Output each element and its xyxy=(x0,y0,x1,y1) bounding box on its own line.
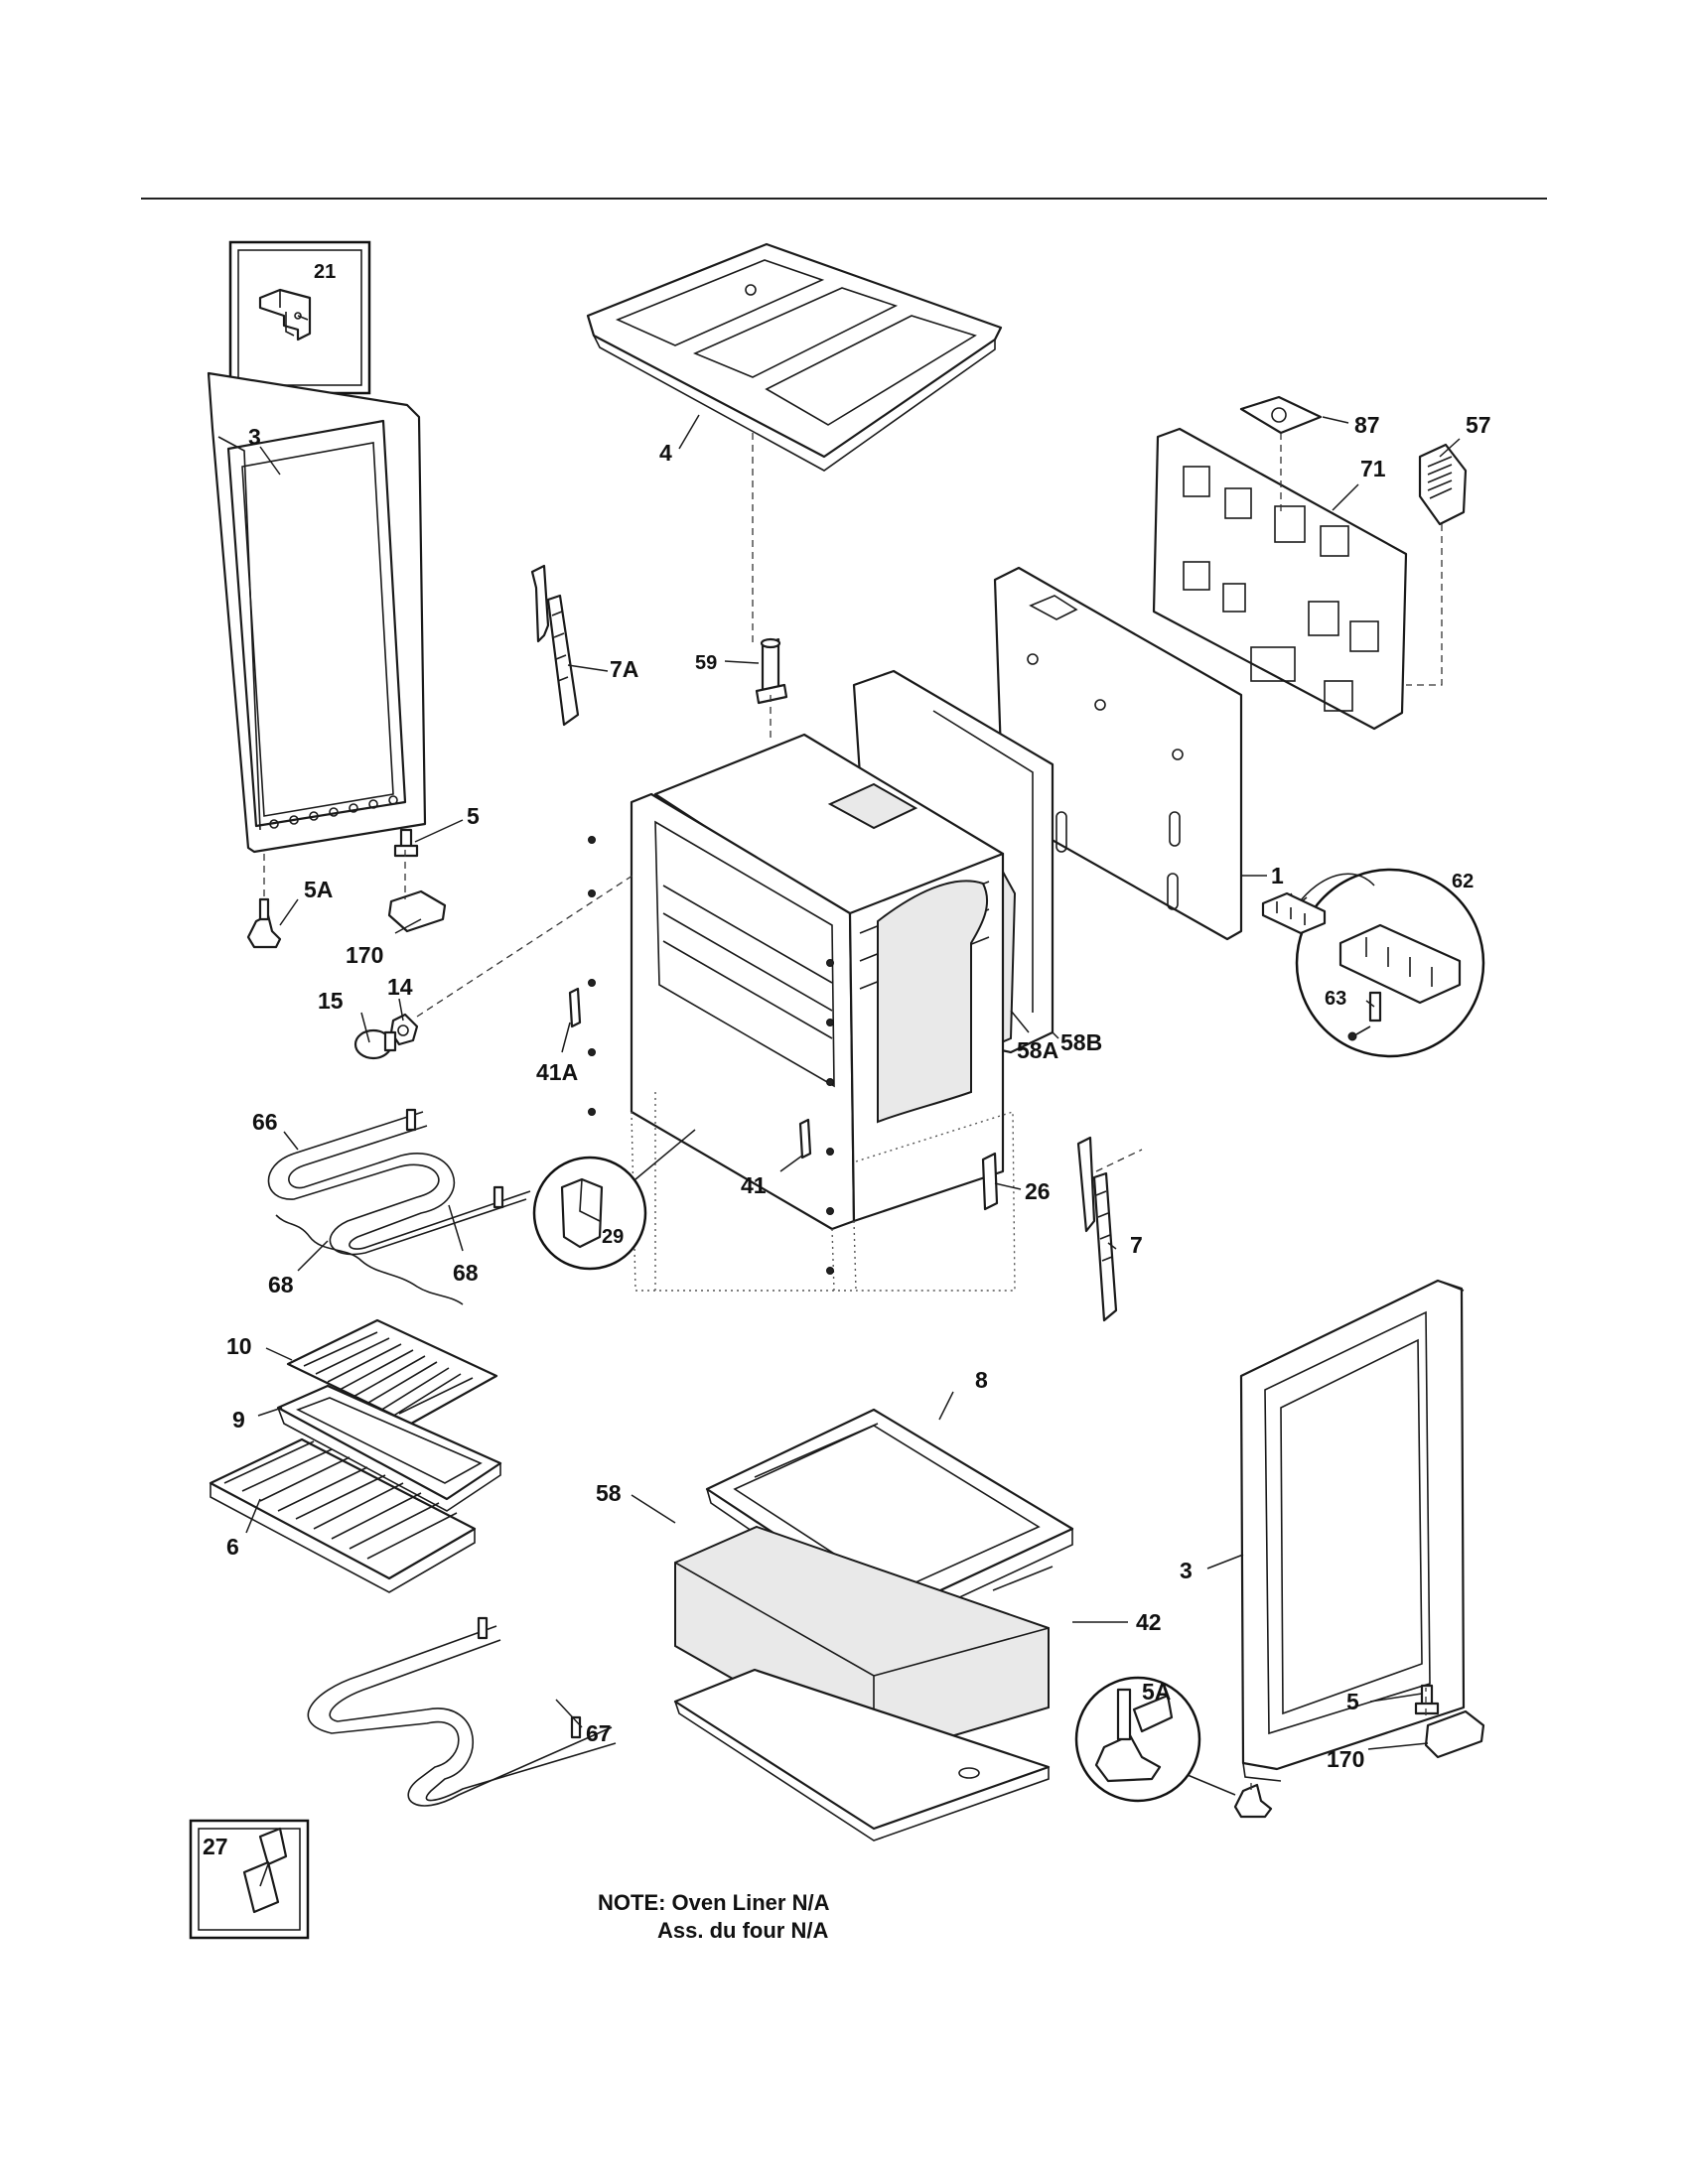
label-7: 7 xyxy=(1130,1232,1143,1258)
note-line-1: NOTE: Oven Liner N/A xyxy=(598,1890,830,1915)
terminal-block xyxy=(1261,891,1327,935)
assembly-guide-lines xyxy=(263,433,1443,1795)
label-58a: 58A xyxy=(1017,1037,1058,1063)
label-68-right: 68 xyxy=(453,1260,479,1286)
part-41-clip xyxy=(798,1118,812,1160)
label-26: 26 xyxy=(1025,1178,1051,1204)
main-oven-cavity xyxy=(588,669,1055,1292)
label-66: 66 xyxy=(252,1109,278,1135)
label-170-right: 170 xyxy=(1327,1746,1364,1772)
label-29: 29 xyxy=(602,1226,624,1248)
label-4: 4 xyxy=(659,440,672,466)
part-3-left-side-panel xyxy=(207,371,427,854)
part-7-rack-support xyxy=(1076,1136,1118,1322)
part-71-back-panel xyxy=(1152,427,1408,731)
label-58: 58 xyxy=(596,1480,622,1506)
note-line-2: Ass. du four N/A xyxy=(657,1918,828,1943)
label-15: 15 xyxy=(318,988,344,1014)
label-7a: 7A xyxy=(610,656,638,682)
part-5a-leveler-right xyxy=(1233,1783,1273,1819)
label-71: 71 xyxy=(1360,456,1386,481)
screws xyxy=(588,836,834,1275)
label-9: 9 xyxy=(232,1407,245,1433)
part-10-broil-pan-grid xyxy=(286,1318,498,1426)
label-27: 27 xyxy=(203,1834,228,1859)
part-41a-clip xyxy=(568,987,582,1028)
part-6-oven-rack xyxy=(209,1437,477,1593)
part-42-drawer-bottom xyxy=(673,1668,1051,1842)
note: NOTE: Oven Liner N/A Ass. du four N/A xyxy=(598,1890,830,1943)
part-170-bracket-right xyxy=(1424,1709,1485,1759)
label-58b: 58B xyxy=(1060,1029,1102,1055)
leader-lines xyxy=(245,414,1461,1750)
label-57: 57 xyxy=(1466,412,1491,438)
label-3-left: 3 xyxy=(248,424,261,450)
label-67: 67 xyxy=(586,1720,612,1746)
part-5-leveler-right xyxy=(1414,1684,1440,1715)
label-41: 41 xyxy=(741,1172,767,1198)
part-57-cover xyxy=(1418,443,1468,526)
label-87: 87 xyxy=(1354,412,1380,438)
part-labels: 21 4 87 57 71 3 7A 59 5 5A 170 14 15 1 6… xyxy=(203,261,1491,1859)
part-67-bake-element xyxy=(307,1616,617,1807)
label-59: 59 xyxy=(695,652,717,674)
part-5a-leveler-base-left xyxy=(246,897,282,949)
label-14: 14 xyxy=(387,974,413,1000)
part-14-light-socket xyxy=(389,1013,419,1046)
part-29-inset xyxy=(532,1129,696,1271)
label-6: 6 xyxy=(226,1534,239,1560)
part-170-bracket-left xyxy=(387,889,447,933)
label-8: 8 xyxy=(975,1367,988,1393)
part-66-broil-element xyxy=(267,1108,531,1256)
label-10: 10 xyxy=(226,1333,252,1359)
label-5-right: 5 xyxy=(1346,1689,1359,1714)
part-59-vent-tube xyxy=(755,637,788,705)
label-170-left: 170 xyxy=(346,942,383,968)
label-62: 62 xyxy=(1452,871,1474,892)
part-68-line-left xyxy=(275,1214,464,1305)
part-15-light-bulb xyxy=(353,1028,397,1060)
part-27-inset xyxy=(189,1819,310,1940)
label-21: 21 xyxy=(314,261,336,283)
label-5a-left: 5A xyxy=(304,877,333,902)
label-3-right: 3 xyxy=(1180,1558,1193,1583)
label-1: 1 xyxy=(1271,863,1284,888)
label-68-left: 68 xyxy=(268,1272,294,1297)
label-5-left: 5 xyxy=(467,803,480,829)
part-5a-inset xyxy=(1074,1676,1236,1803)
label-41a: 41A xyxy=(536,1059,578,1085)
part-21-inset xyxy=(228,240,371,395)
label-42: 42 xyxy=(1136,1609,1162,1635)
part-3-right-side-panel xyxy=(1239,1279,1466,1782)
label-5a-right: 5A xyxy=(1142,1679,1171,1705)
part-9-broil-pan xyxy=(276,1384,502,1512)
part-87-gasket xyxy=(1239,395,1323,435)
part-26-bracket xyxy=(981,1152,999,1211)
label-63: 63 xyxy=(1325,988,1346,1010)
part-4-top-panel xyxy=(586,242,1003,472)
part-5-leveler-left xyxy=(393,828,419,858)
part-62-inset xyxy=(1290,868,1485,1058)
part-7a-rack-support xyxy=(530,564,580,727)
